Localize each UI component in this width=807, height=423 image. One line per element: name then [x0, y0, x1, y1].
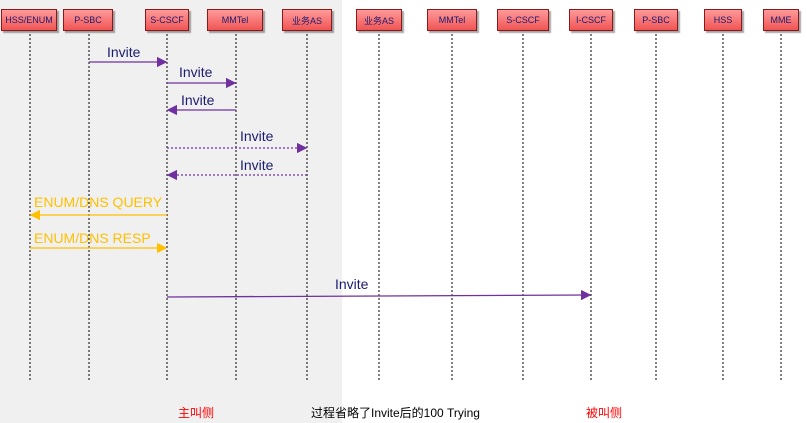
footnote: 过程省略了Invite后的100 Trying: [311, 406, 480, 420]
node-mme: MME: [763, 9, 799, 31]
node-mmtel-callee: MMTel: [427, 9, 477, 31]
message-label: Invite: [179, 64, 213, 80]
node-as-callee: 业务AS: [356, 9, 402, 31]
message-label: ENUM/DNS RESP: [34, 230, 151, 246]
caller-side-background: [0, 0, 342, 423]
arrow-invite-scscf-icscf: [166, 289, 592, 301]
node-mmtel-caller: MMTel: [207, 9, 263, 31]
node-i-cscf: I-CSCF: [569, 9, 613, 31]
message-label: Invite: [181, 92, 215, 108]
message-label: Invite: [107, 44, 141, 60]
node-hss-enum: HSS/ENUM: [1, 9, 57, 31]
message-label: Invite: [240, 128, 274, 144]
message-label: ENUM/DNS QUERY: [34, 194, 163, 210]
node-p-sbc-caller: P-SBC: [63, 9, 113, 31]
node-hss-callee: HSS: [704, 9, 742, 31]
caller-side-label: 主叫侧: [178, 406, 215, 420]
callee-side-label: 被叫侧: [586, 406, 623, 420]
message-label: Invite: [240, 157, 274, 173]
node-s-cscf-caller: S-CSCF: [145, 9, 189, 31]
message-label: Invite: [335, 276, 369, 292]
node-as-caller: 业务AS: [282, 9, 332, 31]
node-p-sbc-callee: P-SBC: [634, 9, 678, 31]
node-s-cscf-callee: S-CSCF: [497, 9, 549, 31]
